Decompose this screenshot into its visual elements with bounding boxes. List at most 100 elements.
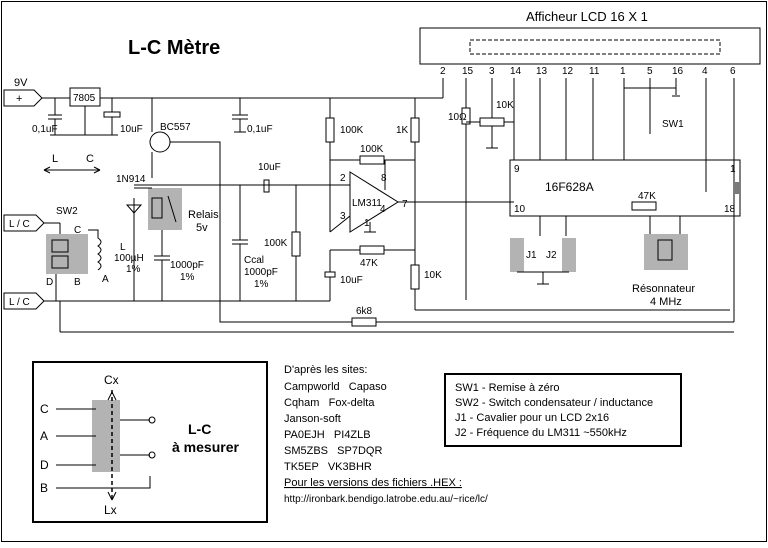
res-47k-b (631, 201, 657, 211)
schematic-title: L-C Mètre (128, 37, 220, 59)
c1000-label: 1000pF (170, 260, 204, 271)
c-10uf-b-label: 10uF (340, 275, 363, 286)
lcd-pin-11: 11 (589, 66, 600, 77)
r-100k-a-label: 100K (340, 125, 364, 136)
inset-B-label: B (40, 481, 48, 495)
sw2-body (46, 234, 88, 274)
lcd-pin-2: 2 (440, 66, 446, 77)
inset-D-label: D (40, 458, 49, 472)
lcd-pin-1: 1 (620, 66, 626, 77)
selector-arrow (43, 166, 101, 174)
inset-terminal-bottom (148, 451, 156, 459)
lcd-pin-3: 3 (489, 66, 495, 77)
sites-line-5: SM5ZBS SP7DQR (284, 445, 382, 457)
inset-frame (32, 361, 268, 523)
legend-frame (444, 373, 682, 447)
lcd-pin-4: 4 (702, 66, 708, 77)
mcu-pin-18: 18 (724, 204, 736, 215)
lcd-pin-15: 15 (462, 66, 474, 77)
sites-line-2: Cqham Fox-delta (284, 397, 375, 409)
c1000-pct: 1% (180, 272, 195, 283)
j2-label: J2 (546, 250, 557, 261)
ccal-label-2: 1000pF (244, 267, 278, 278)
r-47k-a-label: 47K (360, 258, 378, 269)
lcd-display-segments (469, 39, 721, 55)
inductor-100uh (88, 229, 102, 271)
sw2-pin-C: C (74, 225, 81, 236)
selector-L-label: L (52, 153, 58, 165)
l-label-3: 1% (126, 264, 141, 275)
r-6k8-label: 6k8 (356, 306, 373, 317)
l-label-1: L (120, 242, 126, 253)
sites-line-1: Campworld Capaso (284, 381, 387, 393)
r-100k-b-label: 100K (264, 238, 288, 249)
res-47k-a (359, 245, 385, 255)
lm-pin-3: 3 (340, 211, 346, 222)
sw2-contact-upper (51, 239, 69, 253)
res-100k-a (325, 117, 335, 143)
mcu-pin-9: 9 (514, 164, 520, 175)
legend-line-4: J2 - Fréquence du LM311 ~550kHz (455, 427, 627, 439)
resonator-4mhz (644, 234, 688, 270)
r-1k-label: 1K (396, 125, 409, 136)
inset-arrow-up (107, 391, 117, 401)
sites-line-3: Janson-soft (284, 413, 341, 425)
c1-label: 0,1uF (32, 124, 58, 135)
lc-input-connector-top (3, 214, 45, 232)
resonator-label-1: Résonnateur (632, 283, 695, 295)
mcu-pin-10: 10 (514, 204, 526, 215)
resonator-crystal (657, 239, 673, 261)
inset-wire-B (56, 476, 151, 489)
c2-label: 10uF (120, 124, 143, 135)
r-100k-c-label: 100K (360, 144, 384, 155)
lm-pin-2: 2 (340, 173, 346, 184)
lcd-pin-6: 6 (730, 66, 736, 77)
relay-coil (151, 197, 163, 219)
diode-1n914 (125, 198, 143, 220)
legend-line-2: SW2 - Switch condensateur / inductance (455, 397, 653, 409)
wire-lm-in3b (329, 215, 351, 233)
lcd-pin-16: 16 (672, 66, 684, 77)
lc-input-top-label: L / C (9, 219, 30, 230)
res-100k-b (291, 231, 301, 257)
sites-block: D'après les sites: Campworld Capaso Cqha… (284, 364, 488, 505)
lcd-pin-13: 13 (536, 66, 548, 77)
inset-switch-body (92, 400, 120, 472)
sites-url[interactable]: http://ironbark.bendigo.latrobe.edu.au/~… (284, 494, 488, 505)
sw2-contact-lower (51, 255, 69, 269)
relay-contact (167, 195, 177, 223)
lcd-pin-labels: 2 15 3 14 13 12 11 1 5 16 4 6 (440, 66, 736, 77)
legend-line-3: J1 - Cavalier pour un LCD 2x16 (455, 412, 609, 424)
inset-lx-label: Lx (104, 503, 117, 517)
sw1-label: SW1 (662, 119, 684, 130)
res-10k (410, 264, 420, 290)
sites-hex-heading: Pour les versions des fichiers .HEX : (284, 477, 462, 489)
res-1k (410, 117, 420, 143)
sw2-pin-B: B (74, 277, 81, 288)
lc-input-connector-bottom (3, 292, 45, 310)
inset-arrow-down (107, 491, 117, 501)
inset-terminal-top (148, 416, 156, 424)
inset-cx-label: Cx (104, 373, 119, 387)
ccal-label-1: Ccal (244, 255, 264, 266)
res-100k-c (359, 155, 385, 165)
wire-q1-base (170, 141, 360, 323)
diode-label: 1N914 (116, 174, 146, 185)
lcd-module (419, 27, 761, 65)
lcd-title: Afficheur LCD 16 X 1 (526, 9, 648, 24)
sites-line-4: PA0EJH PI4ZLB (284, 429, 371, 441)
cap-10uf-coupling (263, 179, 270, 193)
jumper-j1 (510, 238, 524, 272)
comparator-label: LM311 (352, 198, 382, 209)
pot-10k-label: 10K (496, 100, 514, 111)
sw2-pin-A: A (102, 274, 109, 285)
jumper-j2 (562, 238, 576, 272)
lcd-pin-14: 14 (510, 66, 522, 77)
power-plus-sign: + (16, 93, 22, 105)
r-47k-b-label: 47K (638, 191, 656, 202)
r-10ohm-label: 10Ω (448, 112, 467, 123)
lm-pin-4: 4 (380, 204, 386, 215)
